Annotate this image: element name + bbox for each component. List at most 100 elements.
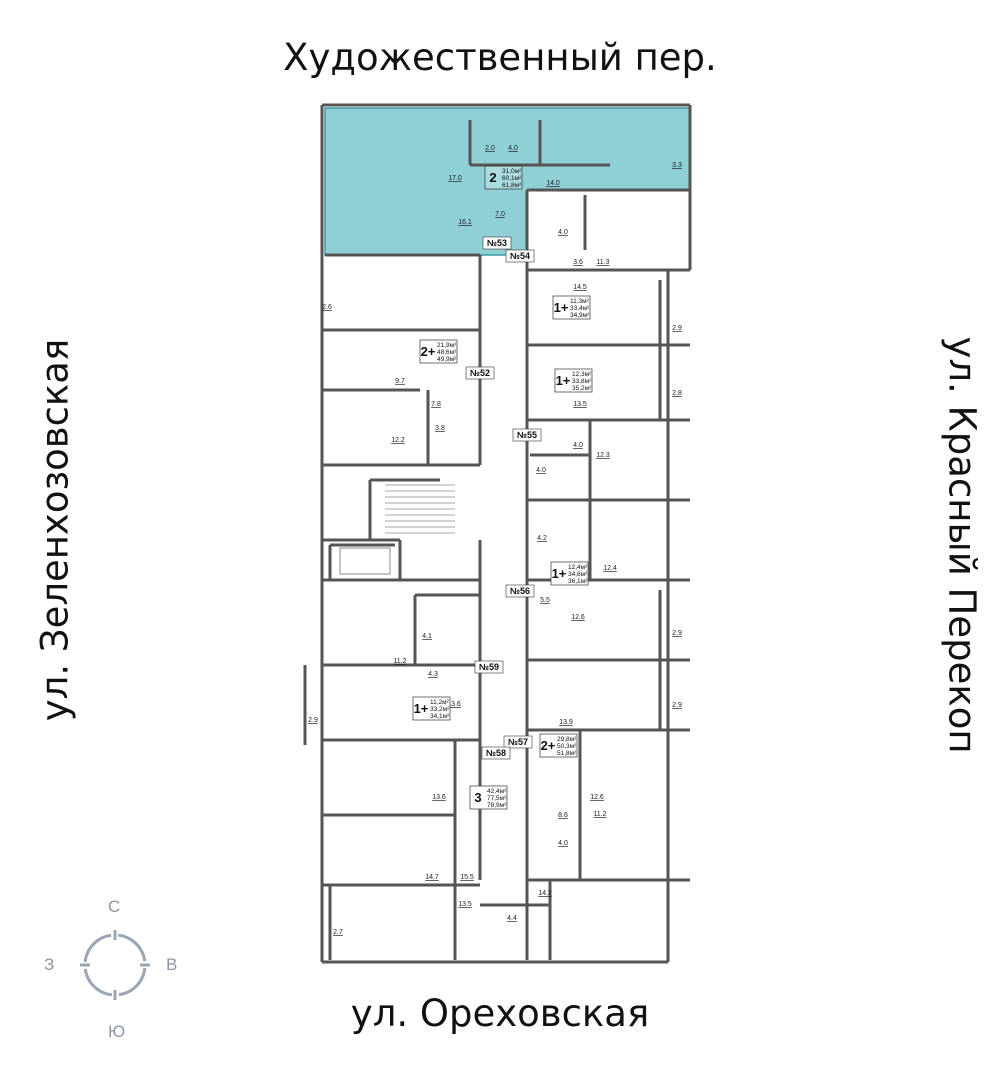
apartment-area: 42,4м² (487, 788, 507, 795)
apartment-area: 34,6м² (568, 571, 588, 578)
room-area-label: 4.0 (536, 467, 546, 474)
apartment-rooms: 2 (489, 170, 496, 185)
apartment-area: 29,8м² (557, 736, 577, 743)
apartment-number-box (505, 584, 535, 598)
compass-ring-icon (80, 930, 150, 1000)
street-north-label: Художественный пер. (283, 36, 717, 79)
room-area-label: 2.9 (672, 702, 682, 709)
apartment-area: 61,8м² (502, 182, 522, 189)
room-area-label: 5.5 (540, 597, 550, 604)
elevator-icon (339, 547, 391, 575)
compass-east: В (166, 955, 178, 974)
apartment-area: 35,2м² (572, 385, 592, 392)
room-area-label: 2.9 (672, 630, 682, 637)
apartment-number[interactable]: №58 (486, 748, 506, 758)
room-area-label: 2.9 (308, 717, 318, 724)
apartment-rooms: 1+ (554, 300, 569, 315)
apartment-tag-box (484, 165, 523, 190)
compass-south: Ю (108, 1022, 126, 1041)
apartment-tag-box (550, 561, 589, 586)
apartment-area: 50,3м² (557, 743, 577, 750)
apartment-number[interactable]: №54 (510, 251, 530, 261)
apartment-area: 51,8м² (557, 750, 577, 757)
apartment-number-box (474, 660, 504, 674)
room-area-label: 13.9 (559, 719, 573, 726)
room-area-label: 13.5 (573, 401, 587, 408)
apartment-tag-box (539, 733, 578, 758)
room-area-label: 14.5 (573, 284, 587, 291)
compass-west: З (44, 955, 55, 974)
apartment-number[interactable]: №57 (508, 737, 528, 747)
apartment-area: 11,2м² (430, 699, 450, 706)
room-area-label: 11.2 (393, 658, 406, 665)
room-area-label: 4.0 (508, 145, 518, 152)
apartment-number[interactable]: №56 (510, 586, 530, 596)
apartment-area: 49,9м² (437, 356, 457, 363)
apartment-area: 31,0м² (502, 168, 522, 175)
apartment-area: 21,9м² (437, 342, 457, 349)
room-area-label: 4.1 (422, 633, 432, 640)
room-area-label: 13.5 (458, 901, 472, 908)
room-area-label: 4.0 (573, 442, 583, 449)
room-area-label: 12.6 (571, 614, 585, 621)
room-area-label: 14.7 (425, 874, 439, 881)
apartment-tag-box (412, 696, 451, 721)
room-area-label: 7.0 (495, 211, 505, 218)
room-area-label: 8.6 (558, 812, 568, 819)
apartment-tag-box (419, 339, 458, 364)
room-area-label: 17.0 (448, 175, 462, 182)
room-area-label: 3.6 (573, 259, 583, 266)
apartment-number-box (512, 428, 542, 442)
room-area-label: 2.9 (672, 325, 682, 332)
apartment-number[interactable]: №59 (479, 662, 499, 672)
apartment-rooms: 2+ (421, 344, 436, 359)
apartment-area: 11,3м² (570, 298, 590, 305)
apartment-number-box (503, 735, 533, 749)
apartment-number-box (465, 366, 495, 380)
room-area-label: 2.7 (333, 929, 343, 936)
room-area-label: 12.3 (596, 452, 610, 459)
apartment-area: 33,2м² (430, 706, 450, 713)
apartment-rooms: 1+ (556, 373, 571, 388)
apartment-tag-box (552, 295, 591, 320)
apartment-area: 33,8м² (572, 378, 592, 385)
apartment-area: 36,1м² (568, 578, 588, 585)
room-area-label: 13.6 (447, 701, 461, 708)
room-area-label: 12.2 (391, 437, 405, 444)
room-area-label: 14.0 (546, 180, 560, 187)
room-area-label: 16.1 (458, 219, 472, 226)
apartment-number[interactable]: №52 (470, 368, 490, 378)
apartment-rooms: 1+ (414, 701, 429, 716)
apartment-rooms: 1+ (552, 566, 567, 581)
walls (303, 103, 692, 964)
apartment-area: 34,9м² (570, 312, 590, 319)
apartment-tag-box (469, 785, 508, 810)
apartment-number-box (481, 746, 511, 760)
room-area-label: 4.4 (507, 915, 517, 922)
apartment-area: 78,9м² (487, 802, 507, 809)
apartment-number[interactable]: №55 (517, 430, 537, 440)
apartment-rooms: 3 (474, 790, 481, 805)
street-south-label: ул. Ореховская (350, 992, 650, 1035)
apartment-area: 12,4м² (568, 564, 588, 571)
room-area-label: 12.6 (590, 794, 604, 801)
room-area-label: 4.3 (428, 671, 438, 678)
apartment-area: 12,3м² (572, 371, 592, 378)
apartment-rooms: 2+ (541, 738, 556, 753)
room-area-label: 15.5 (460, 874, 474, 881)
room-area-label: 7.8 (431, 401, 441, 408)
apartment-number-box (505, 249, 535, 263)
apartment-number[interactable]: №53 (487, 238, 507, 248)
room-area-label: 4.0 (558, 840, 568, 847)
